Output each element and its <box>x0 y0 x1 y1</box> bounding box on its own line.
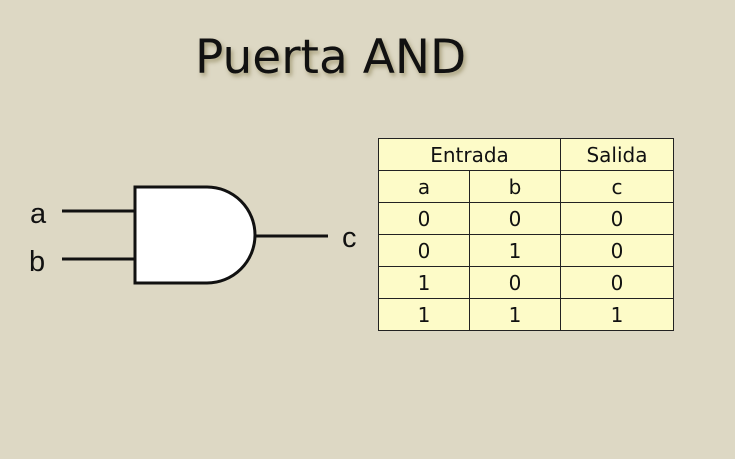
table-cell: 0 <box>560 202 674 235</box>
input-a-label: a <box>30 198 47 230</box>
column-header-c: c <box>560 170 674 203</box>
table-cell: 0 <box>469 202 561 235</box>
table-cell: 1 <box>378 266 470 299</box>
truth-table-group-header: Entrada Salida <box>378 138 674 171</box>
table-row: 0 0 0 <box>378 202 674 235</box>
table-row: 1 1 1 <box>378 298 674 331</box>
table-cell: 1 <box>378 298 470 331</box>
table-row: 1 0 0 <box>378 266 674 299</box>
table-cell: 1 <box>469 298 561 331</box>
group-header-entrada: Entrada <box>378 138 561 171</box>
truth-table: Entrada Salida a b c 0 0 0 0 1 0 1 0 0 1… <box>378 138 674 331</box>
output-c-label: c <box>342 222 357 254</box>
column-header-b: b <box>469 170 561 203</box>
input-b-label: b <box>29 246 45 278</box>
and-gate-symbol <box>133 185 257 285</box>
table-row: 0 1 0 <box>378 234 674 267</box>
table-cell: 1 <box>469 234 561 267</box>
table-cell: 1 <box>560 298 674 331</box>
table-cell: 0 <box>378 202 470 235</box>
table-cell: 0 <box>469 266 561 299</box>
page-title: Puerta AND <box>195 30 467 85</box>
table-cell: 0 <box>560 234 674 267</box>
group-header-salida: Salida <box>560 138 674 171</box>
column-header-a: a <box>378 170 470 203</box>
truth-table-column-header: a b c <box>378 170 674 203</box>
table-cell: 0 <box>560 266 674 299</box>
table-cell: 0 <box>378 234 470 267</box>
